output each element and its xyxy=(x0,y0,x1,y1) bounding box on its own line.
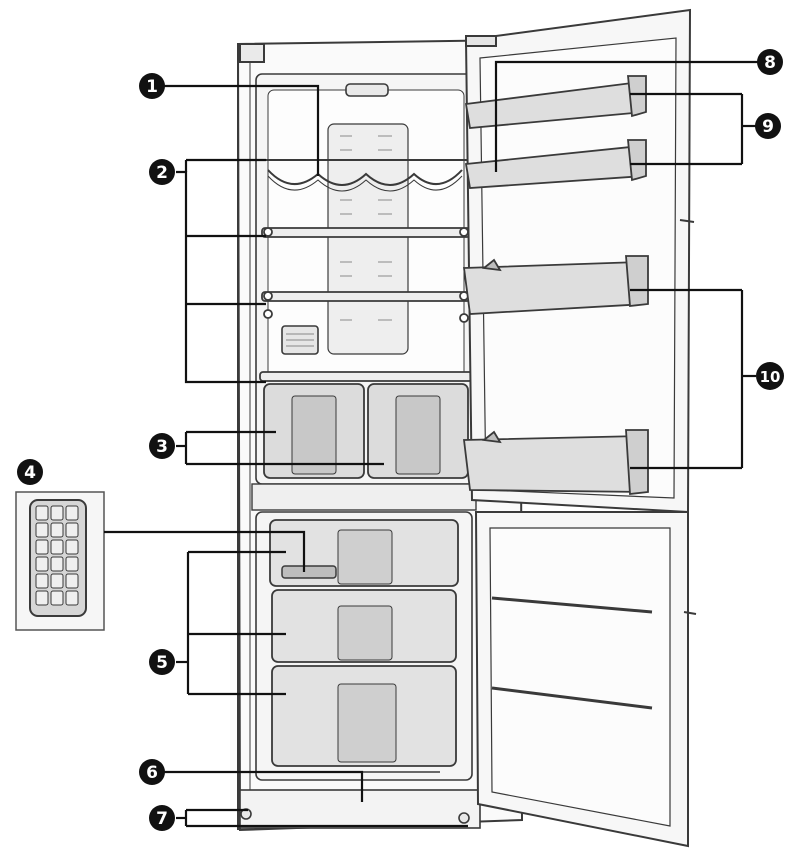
lower-door-bins xyxy=(462,255,649,495)
callout-6: 6 xyxy=(139,759,165,785)
vegetable-drawers xyxy=(263,383,469,479)
callout-7: 7 xyxy=(149,805,175,831)
callout-label-2: 2 xyxy=(156,163,168,183)
freezer-door xyxy=(474,511,697,848)
callout-label-9: 9 xyxy=(762,117,774,137)
callout-label-3: 3 xyxy=(156,437,168,457)
callout-10: 10 xyxy=(756,362,784,390)
compartment-divider xyxy=(251,483,477,511)
callout-3: 3 xyxy=(149,433,175,459)
callout-label-5: 5 xyxy=(156,653,168,673)
callout-label-10: 10 xyxy=(760,368,781,386)
callout-1: 1 xyxy=(139,73,165,99)
ice-tray-in-freezer xyxy=(281,565,337,579)
callout-label-1: 1 xyxy=(146,77,158,97)
callout-4: 4 xyxy=(17,459,43,485)
callout-label-8: 8 xyxy=(764,53,776,73)
callout-label-4: 4 xyxy=(24,463,36,483)
upper-door-shelves xyxy=(464,75,647,189)
callout-9: 9 xyxy=(755,113,781,139)
leader-lines xyxy=(104,60,758,828)
callout-5: 5 xyxy=(149,649,175,675)
callout-2: 2 xyxy=(149,159,175,185)
callout-label-7: 7 xyxy=(156,809,168,829)
wine-rack xyxy=(264,159,468,192)
callout-8: 8 xyxy=(757,49,783,75)
freezer-drawers xyxy=(269,519,459,767)
callout-label-6: 6 xyxy=(146,763,158,783)
ice-tray-inset xyxy=(15,491,105,631)
